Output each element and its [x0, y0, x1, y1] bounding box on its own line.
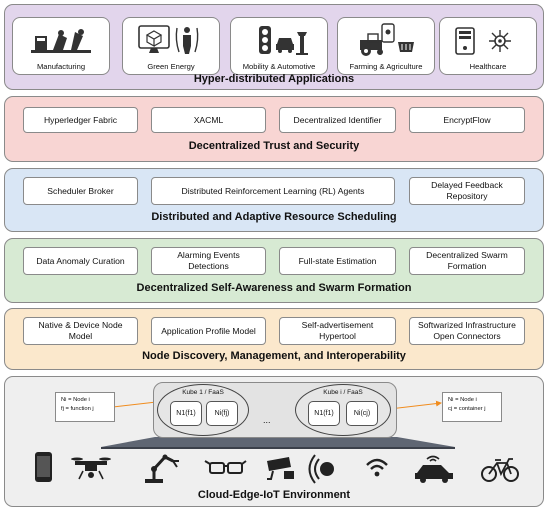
kube-1-node-1: N1(f1) — [170, 401, 202, 426]
smart-farming-icon — [360, 23, 414, 56]
kube-i-node-1: N1(f1) — [308, 401, 340, 426]
legend-right: Ni = Node i cj = container j — [442, 392, 502, 422]
kube-cluster-1: Kube 1 / FaaS N1(f1) Ni(fj) — [157, 384, 249, 436]
layer-trust: Hyperledger Fabric XACML Decentralized I… — [4, 96, 544, 162]
layer-title-awareness: Decentralized Self-Awareness and Swarm F… — [136, 282, 412, 294]
aware-box-anomaly: Data Anomaly Curation — [23, 247, 138, 275]
healthcare-icon — [455, 27, 511, 55]
robot-arm-icon — [145, 454, 179, 483]
kube-i-node-i: Ni(cj) — [346, 401, 378, 426]
trust-box-hyperledger: Hyperledger Fabric — [23, 107, 138, 133]
legend-left-line-2: fj = function j — [61, 405, 94, 412]
layer-environment: Ni = Node i fj = function j Ni = Node i … — [4, 376, 544, 507]
iot-devices-row — [35, 452, 519, 484]
app-card-manufacturing: Manufacturing — [12, 17, 110, 75]
layer-scheduling: Scheduler Broker Distributed Reinforceme… — [4, 168, 544, 232]
cctv-camera-icon — [267, 457, 294, 480]
aware-box-full-state: Full-state Estimation — [279, 247, 396, 275]
app-label-manufacturing: Manufacturing — [36, 62, 86, 71]
app-card-farming: Farming & Agriculture — [337, 17, 435, 75]
disc-box-node-model: Native & Device Node Model — [23, 317, 138, 345]
kube-1-node-i: Ni(fj) — [206, 401, 238, 426]
aware-box-alarming: Alarming Events Detections — [151, 247, 266, 275]
disc-box-hypertool: Self-advertisement Hypertool — [279, 317, 396, 345]
layer-title-trust: Decentralized Trust and Security — [188, 140, 360, 152]
legend-right-line-2: cj = container j — [448, 405, 486, 412]
layer-discovery: Native & Device Node Model Application P… — [4, 308, 544, 370]
layer-awareness: Data Anomaly Curation Alarming Events De… — [4, 238, 544, 303]
green-energy-icon — [138, 25, 199, 54]
drone-icon — [71, 457, 111, 480]
app-card-mobility: Mobility & Automotive — [230, 17, 328, 75]
smart-glasses-icon — [204, 460, 247, 474]
sched-box-rl-agents: Distributed Reinforcement Learning (RL) … — [151, 177, 395, 205]
app-label-mobility: Mobility & Automotive — [242, 62, 316, 71]
disc-box-connectors: Softwarized Infrastructure Open Connecto… — [409, 317, 525, 345]
layer-applications: Manufacturing Green Energy Mobility & Au… — [4, 4, 544, 90]
sched-box-feedback-repo: Delayed Feedback Repository — [409, 177, 525, 205]
factory-icon — [31, 29, 91, 53]
rfid-tag-icon — [308, 454, 334, 484]
kube-cluster-i: Kube i / FaaS N1(f1) Ni(cj) — [295, 384, 391, 436]
traffic-light-icon — [259, 26, 308, 55]
legend-left: Ni = Node i fj = function j — [55, 392, 115, 422]
legend-right-line-1: Ni = Node i — [448, 397, 477, 403]
disc-box-app-profile: Application Profile Model — [151, 317, 266, 345]
wifi-icon — [366, 458, 388, 477]
bicycle-icon — [481, 458, 519, 482]
connected-car-icon — [415, 455, 453, 483]
layer-title-discovery: Node Discovery, Management, and Interope… — [142, 350, 406, 362]
trust-box-did: Decentralized Identifier — [279, 107, 396, 133]
kube-i-title: Kube i / FaaS — [323, 389, 363, 396]
app-label-healthcare: Healthcare — [469, 62, 507, 71]
sched-box-broker: Scheduler Broker — [23, 177, 138, 205]
cluster-ellipsis: ... — [263, 415, 271, 425]
layer-title-environment: Cloud-Edge-IoT Environment — [197, 489, 351, 501]
layer-title-scheduling: Distributed and Adaptive Resource Schedu… — [151, 211, 397, 223]
kube-1-title: Kube 1 / FaaS — [182, 389, 224, 396]
app-label-green-energy: Green Energy — [147, 62, 195, 71]
trust-box-encryptflow: EncryptFlow — [409, 107, 525, 133]
app-card-green-energy: Green Energy — [122, 17, 220, 75]
app-card-healthcare: Healthcare — [439, 17, 537, 75]
legend-left-line-1: Ni = Node i — [61, 397, 90, 403]
layer-title-applications: Hyper-distributed Applications — [193, 73, 355, 85]
aware-box-swarm: Decentralized Swarm Formation — [409, 247, 525, 275]
smartphone-icon — [35, 452, 52, 482]
trust-box-xacml: XACML — [151, 107, 266, 133]
app-label-farming: Farming & Agriculture — [349, 62, 423, 71]
